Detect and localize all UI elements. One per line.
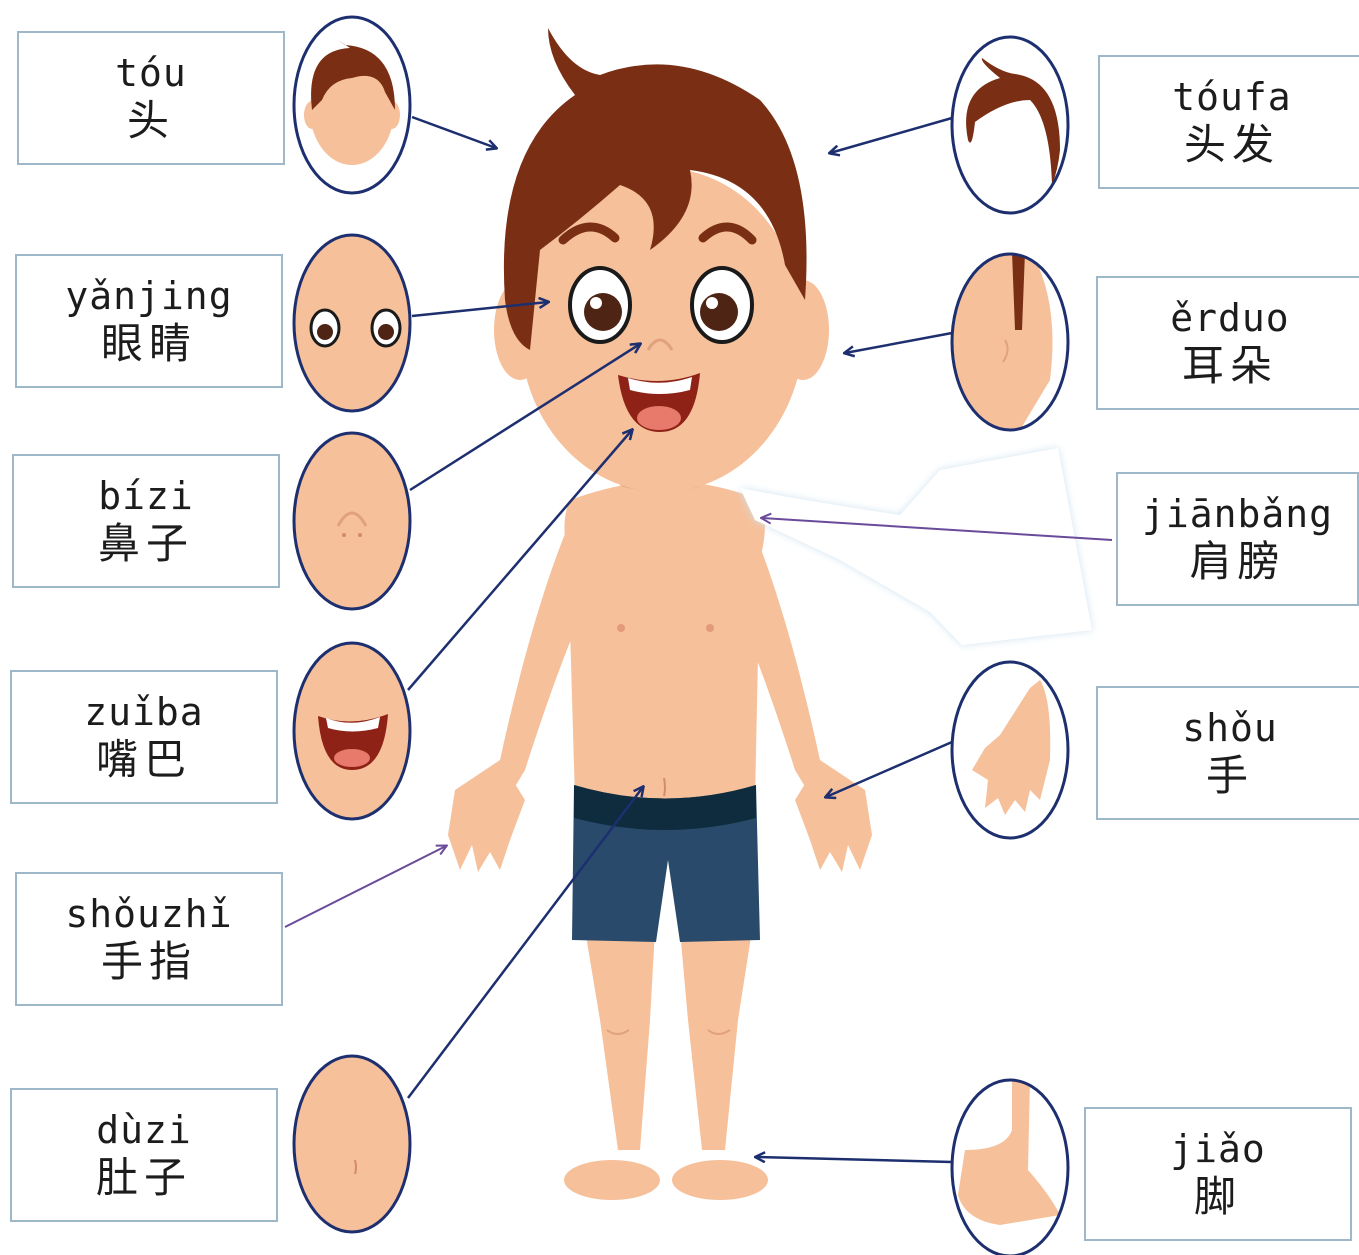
arrow-shouzhi (285, 846, 446, 927)
shoulder-patch (740, 448, 1092, 645)
boy-figure (448, 28, 872, 1200)
hanzi-zuiba: 嘴巴 (96, 739, 192, 781)
label-tou: tóu 头 (17, 31, 285, 165)
label-shou: shǒu 手 (1096, 686, 1359, 820)
pinyin-bizi: bízi (98, 477, 194, 515)
hanzi-shouzhi: 手指 (101, 941, 197, 983)
callout-erduo (940, 250, 1068, 430)
label-duzi: dùzi 肚子 (10, 1088, 278, 1222)
pinyin-zuiba: zuǐba (84, 693, 203, 731)
callout-shou (952, 662, 1068, 838)
label-erduo: ěrduo 耳朵 (1096, 276, 1359, 410)
callout-tou (294, 17, 410, 193)
left-leg (585, 930, 655, 1150)
right-foot (672, 1160, 768, 1200)
label-yanjing: yǎnjing 眼睛 (15, 254, 283, 388)
callout-bizi (294, 433, 410, 609)
callout-jiao (952, 1080, 1068, 1255)
label-toufa: tóufa 头发 (1098, 55, 1359, 189)
pinyin-shouzhi: shǒuzhǐ (65, 895, 232, 933)
hanzi-tou: 头 (127, 100, 175, 142)
hanzi-toufa: 头发 (1184, 124, 1280, 166)
hanzi-jiao: 脚 (1194, 1176, 1242, 1218)
label-bizi: bízi 鼻子 (12, 454, 280, 588)
right-leg (680, 930, 752, 1150)
callout-duzi (294, 1056, 410, 1232)
callout-yanjing (294, 235, 410, 411)
pinyin-duzi: dùzi (96, 1111, 192, 1149)
label-jianbang: jiānbǎng 肩膀 (1116, 472, 1359, 606)
pinyin-shou: shǒu (1182, 709, 1278, 747)
pinyin-tou: tóu (115, 54, 187, 92)
hanzi-erduo: 耳朵 (1182, 345, 1278, 387)
callout-toufa (952, 37, 1068, 213)
left-foot (564, 1160, 660, 1200)
torso (564, 482, 765, 800)
callout-zuiba (294, 643, 410, 819)
arrow-erduo (845, 333, 952, 353)
hanzi-bizi: 鼻子 (98, 523, 194, 565)
pinyin-toufa: tóufa (1172, 78, 1291, 116)
pinyin-yanjing: yǎnjing (65, 277, 232, 315)
pinyin-jiao: jiǎo (1170, 1130, 1266, 1168)
hanzi-duzi: 肚子 (96, 1157, 192, 1199)
pinyin-jianbang: jiānbǎng (1142, 495, 1333, 533)
hanzi-yanjing: 眼睛 (101, 323, 197, 365)
arrow-shou (826, 742, 952, 797)
hanzi-shou: 手 (1206, 755, 1254, 797)
label-zuiba: zuǐba 嘴巴 (10, 670, 278, 804)
arrow-toufa (830, 118, 952, 153)
label-shouzhi: shǒuzhǐ 手指 (15, 872, 283, 1006)
arrow-jiao (756, 1157, 952, 1162)
arrow-tou (412, 117, 496, 148)
pinyin-erduo: ěrduo (1170, 299, 1289, 337)
hanzi-jianbang: 肩膀 (1189, 541, 1285, 583)
label-jiao: jiǎo 脚 (1084, 1107, 1352, 1241)
